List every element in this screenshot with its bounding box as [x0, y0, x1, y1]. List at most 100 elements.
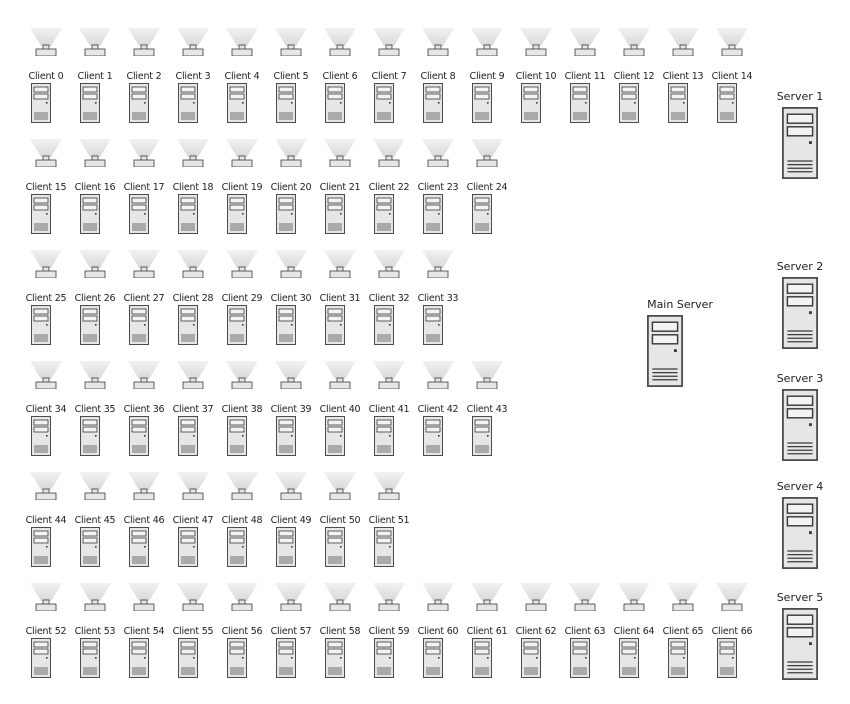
server-node: Server 4 [765, 480, 835, 590]
client-label: Client 52 [25, 626, 67, 637]
client-node: Client 54 [119, 583, 169, 683]
client-label: Client 62 [515, 626, 557, 637]
client-label: Client 2 [126, 71, 162, 82]
computer-tower-icon [472, 194, 492, 234]
client-label: Client 34 [25, 404, 67, 415]
computer-tower-icon [325, 194, 345, 234]
computer-tower-icon [276, 83, 296, 123]
client-label: Client 1 [77, 71, 113, 82]
client-label: Client 8 [420, 71, 456, 82]
client-node: Client 22 [364, 139, 414, 239]
computer-tower-icon [423, 305, 443, 345]
projector-icon [371, 250, 407, 278]
projector-icon [567, 583, 603, 611]
computer-tower-icon [227, 416, 247, 456]
server-tower-icon [782, 497, 818, 569]
computer-tower-icon [129, 194, 149, 234]
projector-icon [175, 361, 211, 389]
computer-tower-icon [276, 305, 296, 345]
client-node: Client 57 [266, 583, 316, 683]
client-label: Client 39 [270, 404, 312, 415]
client-label: Client 49 [270, 515, 312, 526]
computer-tower-icon [276, 527, 296, 567]
projector-icon [224, 583, 260, 611]
computer-tower-icon [717, 638, 737, 678]
computer-tower-icon [374, 83, 394, 123]
client-label: Client 40 [319, 404, 361, 415]
projector-icon [469, 139, 505, 167]
client-label: Client 31 [319, 293, 361, 304]
client-label: Client 36 [123, 404, 165, 415]
computer-tower-icon [570, 638, 590, 678]
projector-icon [665, 28, 701, 56]
client-node: Client 29 [217, 250, 267, 350]
client-node: Client 23 [413, 139, 463, 239]
computer-tower-icon [178, 194, 198, 234]
projector-icon [420, 28, 456, 56]
computer-tower-icon [80, 83, 100, 123]
client-node: Client 39 [266, 361, 316, 461]
computer-tower-icon [521, 83, 541, 123]
client-node: Client 17 [119, 139, 169, 239]
computer-tower-icon [129, 416, 149, 456]
client-node: Client 60 [413, 583, 463, 683]
client-label: Client 41 [368, 404, 410, 415]
computer-tower-icon [129, 527, 149, 567]
projector-icon [322, 472, 358, 500]
client-label: Client 9 [469, 71, 505, 82]
computer-tower-icon [178, 305, 198, 345]
client-node: Client 48 [217, 472, 267, 572]
server-tower-icon [647, 315, 683, 387]
projector-icon [175, 583, 211, 611]
computer-tower-icon [668, 83, 688, 123]
projector-icon [126, 472, 162, 500]
projector-icon [567, 28, 603, 56]
server-tower-icon [782, 107, 818, 179]
client-node: Client 1 [70, 28, 120, 128]
projector-icon [273, 250, 309, 278]
client-label: Client 57 [270, 626, 312, 637]
computer-tower-icon [80, 305, 100, 345]
computer-tower-icon [325, 416, 345, 456]
client-node: Client 35 [70, 361, 120, 461]
client-label: Client 64 [613, 626, 655, 637]
client-label: Client 26 [74, 293, 116, 304]
client-label: Client 60 [417, 626, 459, 637]
client-label: Client 20 [270, 182, 312, 193]
computer-tower-icon [178, 83, 198, 123]
projector-icon [665, 583, 701, 611]
client-label: Client 4 [224, 71, 260, 82]
projector-icon [469, 583, 505, 611]
client-node: Client 7 [364, 28, 414, 128]
projector-icon [714, 28, 750, 56]
client-node: Client 3 [168, 28, 218, 128]
computer-tower-icon [325, 527, 345, 567]
client-label: Client 11 [564, 71, 606, 82]
projector-icon [77, 139, 113, 167]
projector-icon [224, 250, 260, 278]
client-label: Client 66 [711, 626, 753, 637]
client-label: Client 32 [368, 293, 410, 304]
client-node: Client 61 [462, 583, 512, 683]
projector-icon [518, 28, 554, 56]
client-node: Client 18 [168, 139, 218, 239]
client-node: Client 26 [70, 250, 120, 350]
client-node: Client 42 [413, 361, 463, 461]
projector-icon [469, 361, 505, 389]
client-label: Client 28 [172, 293, 214, 304]
client-label: Client 44 [25, 515, 67, 526]
projector-icon [469, 28, 505, 56]
client-node: Client 4 [217, 28, 267, 128]
client-node: Client 19 [217, 139, 267, 239]
client-node: Client 20 [266, 139, 316, 239]
projector-icon [224, 28, 260, 56]
computer-tower-icon [227, 527, 247, 567]
projector-icon [224, 139, 260, 167]
projector-icon [28, 139, 64, 167]
computer-tower-icon [374, 638, 394, 678]
client-node: Client 66 [707, 583, 757, 683]
client-label: Client 16 [74, 182, 116, 193]
computer-tower-icon [374, 305, 394, 345]
client-node: Client 2 [119, 28, 169, 128]
client-node: Client 31 [315, 250, 365, 350]
